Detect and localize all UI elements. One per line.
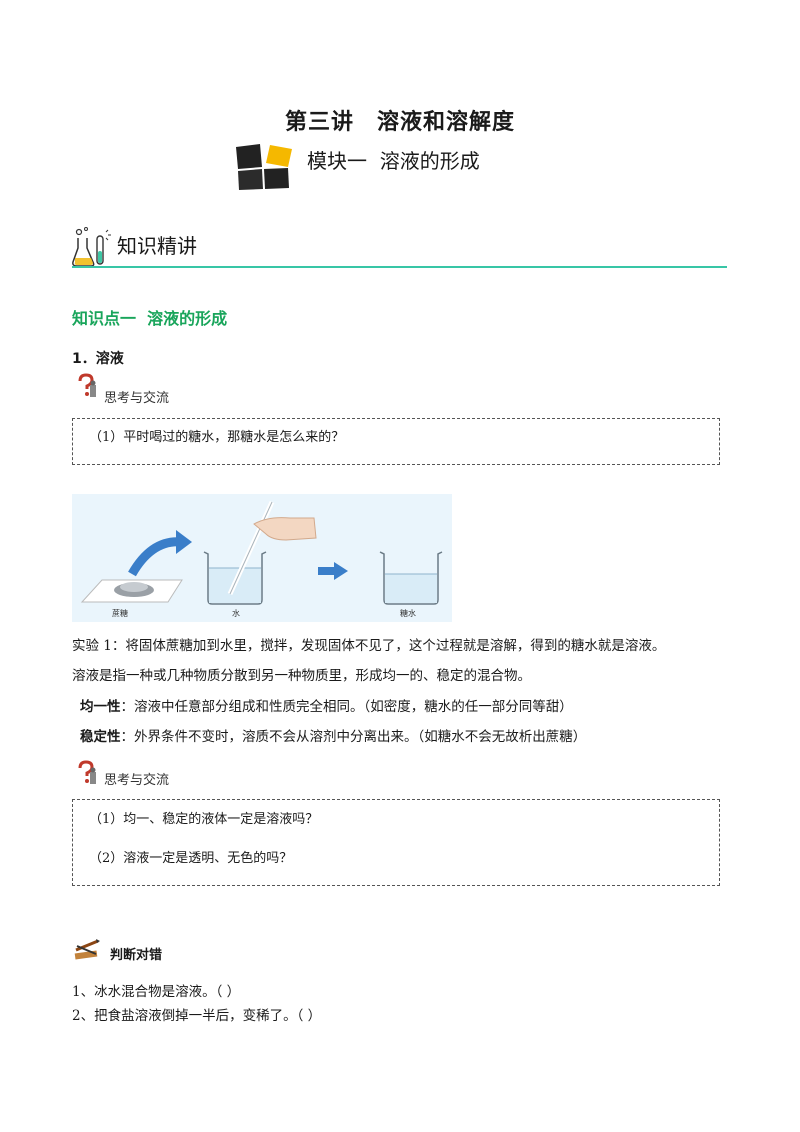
stability-text: ：外界条件不变时，溶质不会从溶剂中分离出来。（如糖水不会无故析出蔗糖） bbox=[120, 729, 587, 745]
straight-arrow bbox=[318, 567, 334, 575]
think-discuss-label: 思考与交流 bbox=[104, 773, 170, 788]
lab-flask-icon bbox=[72, 227, 111, 267]
uniformity-line: 均一性：溶液中任意部分组成和性质完全相同。（如密度，糖水的任一部分同等甜） bbox=[80, 695, 573, 715]
think-box-1: （1）平时喝过的糖水，那糖水是怎么来的？ bbox=[72, 418, 720, 465]
section-heading: 知识精讲 bbox=[117, 234, 197, 258]
think-discuss-label: 思考与交流 bbox=[104, 391, 170, 406]
module-title: 模块一 溶液的形成 bbox=[307, 149, 480, 173]
think-box-2: （1）均一、稳定的液体一定是溶液吗？ （2）溶液一定是透明、无色的吗？ bbox=[72, 799, 720, 886]
judge-title: 判断对错 bbox=[110, 948, 163, 963]
label-water: 水 bbox=[232, 608, 240, 618]
question-mark-icon bbox=[78, 373, 96, 397]
knowledge-point-title: 知识点一 溶液的形成 bbox=[72, 309, 228, 328]
label-sugarwater: 糖水 bbox=[400, 608, 416, 618]
think-question: （1）平时喝过的糖水，那糖水是怎么来的？ bbox=[89, 430, 345, 445]
uniformity-text: ：溶液中任意部分组成和性质完全相同。（如密度，糖水的任一部分同等甜） bbox=[120, 699, 573, 715]
pencil-ruler-icon bbox=[74, 939, 100, 960]
beaker-sugarwater bbox=[379, 551, 443, 605]
module-blocks-icon bbox=[236, 144, 292, 190]
hand bbox=[253, 517, 317, 541]
label-sugar: 蔗糖 bbox=[112, 608, 128, 618]
beaker-water bbox=[203, 551, 267, 605]
subsection-title: 1．溶液 bbox=[72, 351, 124, 367]
judge-item: 1、冰水混合物是溶液。（ ） bbox=[72, 984, 241, 1000]
judge-item: 2、把食盐溶液倒掉一半后，变稀了。（ ） bbox=[72, 1008, 322, 1024]
experiment-text: 实验 1：将固体蔗糖加到水里，搅拌，发现固体不见了，这个过程就是溶解，得到的糖水… bbox=[72, 638, 666, 654]
think-question: （1）均一、稳定的液体一定是溶液吗？ bbox=[89, 812, 319, 827]
section-divider bbox=[72, 266, 727, 268]
definition-text: 溶液是指一种或几种物质分散到另一种物质里，形成均一的、稳定的混合物。 bbox=[72, 668, 531, 684]
question-mark-icon bbox=[78, 760, 96, 784]
think-question: （2）溶液一定是透明、无色的吗？ bbox=[89, 851, 293, 866]
page-title: 第三讲 溶液和溶解度 bbox=[284, 110, 515, 135]
stability-lead: 稳定性 bbox=[80, 729, 121, 745]
dissolution-figure: 蔗糖 水 糖水 bbox=[72, 494, 452, 622]
stability-line: 稳定性：外界条件不变时，溶质不会从溶剂中分离出来。（如糖水不会无故析出蔗糖） bbox=[80, 725, 586, 745]
uniformity-lead: 均一性 bbox=[80, 699, 121, 715]
